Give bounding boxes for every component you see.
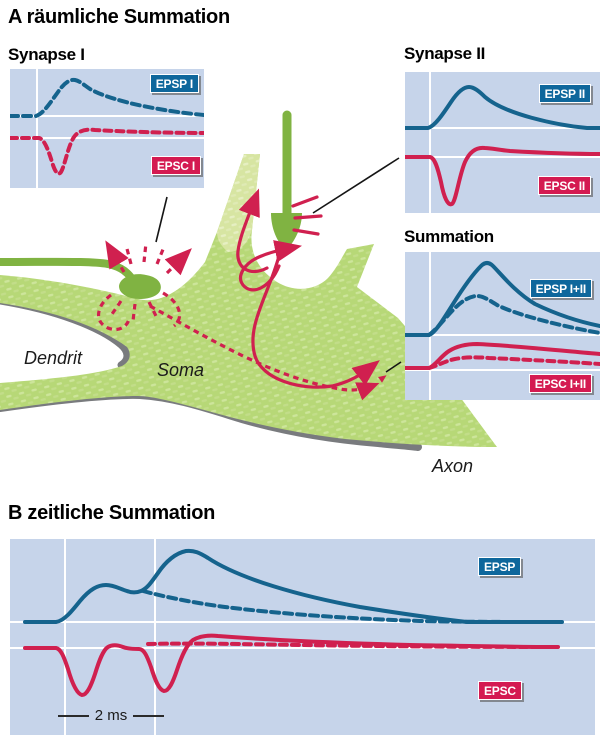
epsc-sum-badge: EPSC I+II (528, 374, 592, 393)
synapse1-bouton (119, 274, 161, 299)
dendrite-label: Dendrit (24, 348, 83, 368)
synapse1-title: Synapse I (8, 45, 85, 64)
epsc-single-trace (427, 355, 600, 370)
synapse2-current-arrows (236, 188, 380, 389)
synapse2-title: Synapse II (404, 44, 486, 63)
synapse1-plot (10, 69, 204, 188)
synapse2-plot (405, 72, 600, 213)
synapse1-panel: EPSP I EPSC I (10, 69, 204, 188)
pointer-line-synapse2 (312, 157, 400, 214)
summation-plot (405, 252, 600, 400)
epsp-badge: EPSP (478, 557, 522, 576)
synapse2-panel: EPSP II EPSC II (405, 72, 600, 213)
epsc-badge: EPSC (478, 681, 522, 700)
epsc-twin-trace-b (23, 633, 560, 697)
pointer-line-summation (385, 361, 402, 373)
summation-title: Summation (404, 227, 494, 246)
synapse2-current-to-hillock (251, 254, 380, 389)
soma-label: Soma (157, 360, 205, 380)
epsp2-trace (405, 85, 600, 130)
summation-panel: EPSP I+II EPSC I+II (405, 252, 600, 400)
scale-bar-left-tick (58, 714, 89, 717)
temporal-plot (10, 539, 595, 735)
dendrite-branch (217, 154, 260, 252)
pointer-line-synapse1 (155, 196, 168, 243)
epsc-sum-trace (405, 342, 600, 370)
scale-bar-label: 2 ms (94, 707, 128, 724)
section-a-title: A räumliche Summation (8, 6, 230, 28)
epsp-sum-badge: EPSP I+II (529, 279, 592, 298)
epsc2-trace (405, 145, 600, 207)
epsp-summed-trace-b (23, 548, 564, 624)
epsc2-badge: EPSC II (537, 176, 591, 195)
epsp2-badge: EPSP II (538, 84, 591, 103)
synapse1-current-arrows (97, 240, 387, 401)
epsp-sum-trace (405, 261, 600, 337)
section-b-title: B zeitliche Summation (8, 502, 216, 524)
axon-label: Axon (432, 456, 474, 476)
scale-bar-right-tick (133, 714, 165, 717)
synapse1-current-to-hillock (149, 304, 380, 401)
epsp-single-trace-b (141, 589, 558, 624)
temporal-summation-panel: EPSP EPSC 2 ms (10, 539, 595, 735)
epsc1-badge: EPSC I (150, 156, 201, 175)
epsc1-trace (10, 127, 204, 176)
epsp1-trace (10, 77, 204, 118)
epsp1-badge: EPSP I (149, 74, 199, 93)
scale-bar: 2 ms (58, 707, 165, 724)
